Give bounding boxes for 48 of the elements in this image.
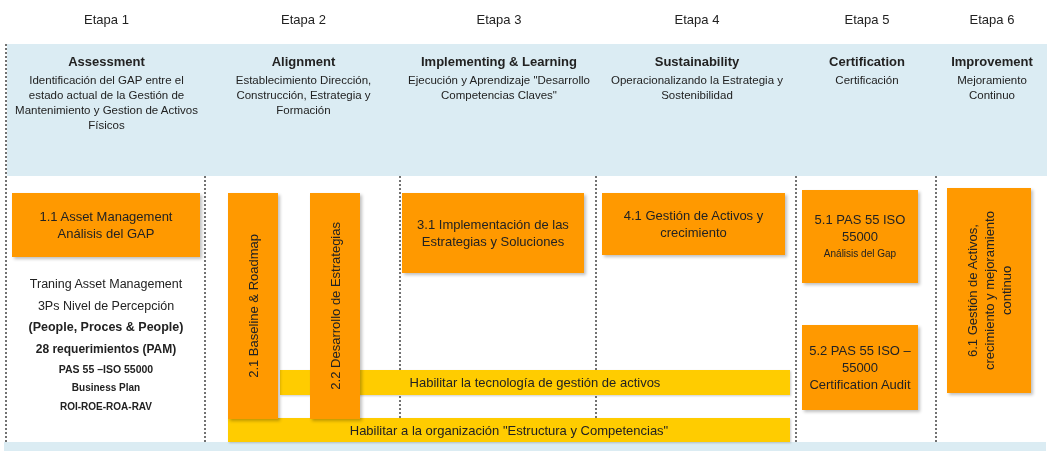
activity-box — [602, 193, 785, 255]
box-label: 3.1 Implementación de las Estrategias y Soluciones — [416, 216, 570, 250]
box-label: 5.2 PAS 55 ISO – 55000 Certification Audit — [808, 342, 912, 393]
activity-box — [947, 188, 1031, 393]
stage-description: Certificación — [835, 73, 899, 88]
box-label: Habilitar la tecnología de gestión de activos — [409, 375, 661, 390]
note-text: Business Plan — [70, 382, 142, 393]
note-text: ROI-ROE-ROA-RAV — [59, 401, 153, 412]
activity-box — [802, 325, 918, 410]
box-label: Análisis del Gap — [823, 247, 897, 261]
activity-box — [402, 193, 584, 273]
stage-heading: Certification — [829, 54, 905, 69]
box-label: 5.1 PAS 55 ISO 55000 — [813, 211, 907, 245]
stage-heading: Sustainability — [654, 54, 740, 69]
box-label: 2.1 Baseline & Roadmap — [244, 234, 262, 378]
enabler-bar — [280, 370, 790, 395]
activity-box — [310, 193, 360, 419]
activity-box — [802, 190, 918, 283]
stage-label: Etapa 4 — [673, 12, 721, 27]
stage-label: Etapa 1 — [83, 12, 130, 27]
stage-heading: Alignment — [271, 54, 336, 69]
stage-heading: Implementing & Learning — [421, 54, 577, 69]
enabler-bar — [228, 418, 790, 442]
activity-box — [12, 193, 200, 257]
stage-label: Etapa 5 — [843, 12, 891, 27]
stage-description: Establecimiento Dirección, Construcción, Estrategia y Formación — [234, 73, 373, 118]
box-label: 1.1 Asset Management Análisis del GAP — [38, 208, 174, 242]
box-label: 6.1 Gestión de Activos, crecimiento y mejoramiento continuo — [963, 210, 1015, 372]
stage-description: Mejoramiento Continuo — [956, 73, 1028, 103]
box-label: 2.2 Desarrollo de Estrategias — [326, 222, 344, 390]
note-text: Traning Asset Management — [28, 277, 184, 291]
note-text: 28 requerimientos (PAM) — [34, 341, 178, 356]
box-label: Habilitar a la organización "Estructura y Competencias" — [349, 422, 669, 438]
stage-header-cell — [937, 44, 1047, 176]
note-text: PAS 55 –ISO 55000 — [57, 362, 155, 375]
stage-description: Operacionalizando la Estrategia y Sostenibilidad — [610, 73, 784, 103]
stage-heading: Improvement — [951, 54, 1033, 69]
note-text: (People, Proces & People) — [27, 320, 185, 334]
note-text: 3Ps Nivel de Percepción — [36, 298, 176, 313]
activity-box — [228, 193, 278, 419]
stage-label: Etapa 3 — [475, 12, 523, 27]
stage-label: Etapa 6 — [968, 12, 1016, 27]
stage-header-cell — [7, 44, 206, 176]
box-label: 4.1 Gestión de Activos y crecimiento — [622, 207, 765, 241]
stage-heading: Assessment — [68, 54, 145, 69]
stage-label: Etapa 2 — [280, 12, 327, 27]
stage-description: Ejecución y Aprendizaje "Desarrollo Competencias Claves" — [407, 73, 591, 103]
stage-description: Identificación del GAP entre el estado actual de la Gestión de Mantenimiento y Gestion de Activos Físicos — [14, 73, 199, 133]
